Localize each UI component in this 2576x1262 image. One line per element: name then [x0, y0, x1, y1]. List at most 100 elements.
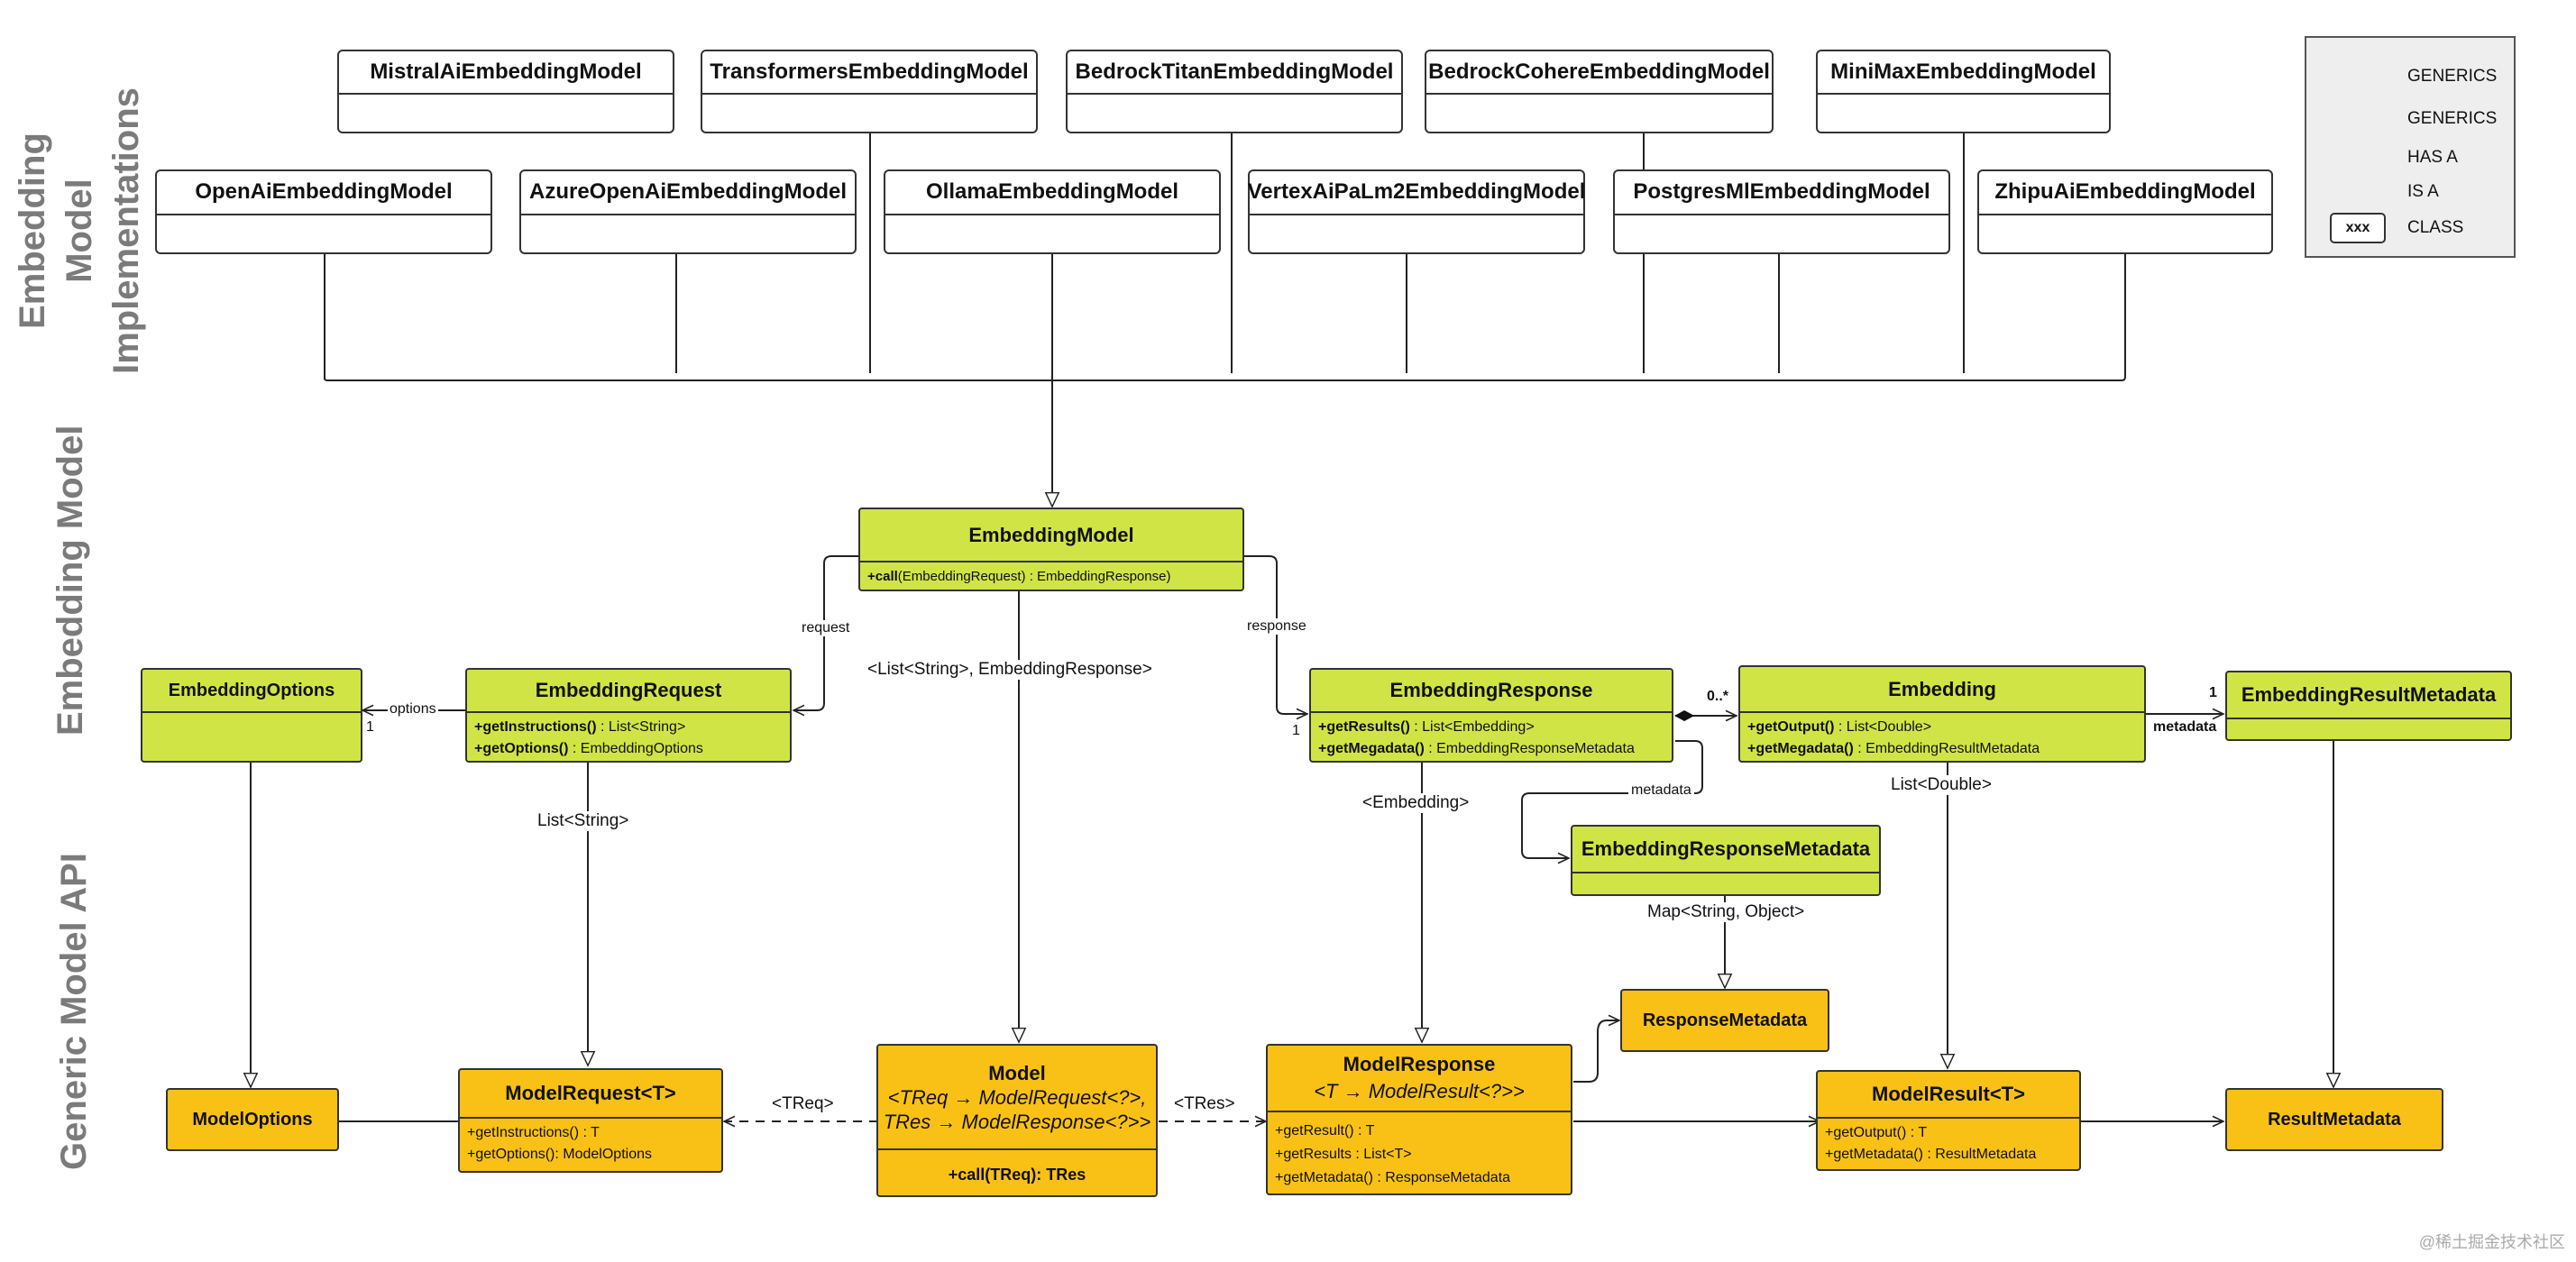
class-model-result[interactable]: ModelResult<T> +getOutput() : T +getMeta… [1816, 1070, 2081, 1171]
class-result-metadata[interactable]: ResultMetadata [2225, 1088, 2443, 1151]
class-embedding-result-metadata[interactable]: EmbeddingResultMetadata [2225, 671, 2512, 741]
class-methods: +getOutput() : List<Double> +getMegadata… [1740, 713, 2144, 764]
class-methods: +getInstructions() : T +getOptions(): Mo… [460, 1119, 721, 1169]
response-metadata-link [1573, 1020, 1619, 1083]
label-options: options [388, 701, 438, 718]
class-model-options[interactable]: ModelOptions [166, 1088, 339, 1151]
class-methods: +getOutput() : T +getMetadata() : Result… [1818, 1119, 2079, 1169]
class-generics: <TReq → ModelRequest<?>, [887, 1085, 1147, 1109]
impl-class-azure-openai[interactable]: AzureOpenAiEmbeddingModel [519, 169, 857, 254]
method-row: +getMetadata() : ResultMetadata [1825, 1147, 2037, 1162]
method-signature: : EmbeddingResponseMetadata [1424, 741, 1635, 756]
class-response-metadata[interactable]: ResponseMetadata [1620, 989, 1829, 1052]
label-metadata-response: metadata [1628, 782, 1694, 799]
class-name: ModelOptions [192, 1109, 313, 1129]
class-name: ResultMetadata [2268, 1109, 2401, 1129]
class-header: ModelResponse <T → ModelResult<?>> [1268, 1046, 1571, 1112]
class-embedding[interactable]: Embedding +getOutput() : List<Double> +g… [1738, 665, 2146, 763]
class-model-request[interactable]: ModelRequest<T> +getInstructions() : T +… [458, 1068, 723, 1173]
method-signature: : List<String> [596, 719, 686, 735]
method-row: +getInstructions() : T [467, 1125, 600, 1140]
class-name: OpenAiEmbeddingModel [157, 171, 490, 215]
label-request: request [800, 620, 852, 636]
method-row: +getOutput() : T [1825, 1125, 1928, 1140]
impl-class-zhipu[interactable]: ZhipuAiEmbeddingModel [1977, 169, 2273, 254]
legend-generics-dashed-label: GENERICS [2407, 67, 2498, 86]
legend-is-a-label: IS A [2407, 182, 2439, 201]
section-label-text: Embedding Model [50, 425, 90, 736]
impl-class-mistral[interactable]: MistralAiEmbeddingModel [337, 50, 674, 133]
method-row: +call(TReq): TRes [948, 1165, 1086, 1184]
section-label-implementations: Embedding Model Implementations [9, 87, 146, 375]
class-name: EmbeddingResponseMetadata [1572, 827, 1879, 873]
method-name: +getMegadata() [1318, 741, 1425, 756]
section-label-embedding-model: Embedding Model [47, 425, 94, 736]
label-tres: <TRes> [1174, 1094, 1235, 1113]
method-row: +getResult() : T [1275, 1123, 1375, 1139]
impl-bus [324, 373, 2126, 381]
method-signature: : List<Double> [1834, 719, 1932, 735]
class-embedding-response[interactable]: EmbeddingResponse +getResults() : List<E… [1309, 668, 1673, 763]
class-embedding-request[interactable]: EmbeddingRequest +getInstructions() : Li… [465, 668, 792, 763]
method-row: +getOptions(): ModelOptions [467, 1147, 652, 1162]
class-embedding-model[interactable]: EmbeddingModel +call(EmbeddingRequest) :… [858, 508, 1244, 591]
impl-class-transformers[interactable]: TransformersEmbeddingModel [701, 50, 1038, 133]
impl-class-ollama[interactable]: OllamaEmbeddingModel [884, 169, 1221, 254]
watermark: @稀土掘金技术社区 [2418, 1233, 2565, 1251]
class-name: BedrockTitanEmbeddingModel [1068, 51, 1401, 96]
class-name: EmbeddingRequest [467, 670, 790, 713]
method-row: +getMetadata() : ResponseMetadata [1275, 1170, 1511, 1185]
legend-generics-diamond-label: GENERICS [2407, 109, 2498, 128]
class-embedding-response-metadata[interactable]: EmbeddingResponseMetadata [1571, 825, 1881, 896]
impl-class-bedrock-titan[interactable]: BedrockTitanEmbeddingModel [1066, 50, 1403, 133]
method-name: +getInstructions() [474, 719, 597, 735]
method-row: +getMegadata() : EmbeddingResponseMetada… [1318, 738, 1664, 760]
label-response-multiplicity: 1 [1292, 723, 1300, 738]
impl-class-openai[interactable]: OpenAiEmbeddingModel [155, 169, 492, 254]
section-label-generic-api: Generic Model API [50, 851, 97, 1172]
label-list-string: List<String> [535, 811, 632, 831]
impl-class-bedrock-cohere[interactable]: BedrockCohereEmbeddingModel [1425, 50, 1774, 133]
class-name: PostgresMlEmbeddingModel [1615, 171, 1948, 215]
label-list-double: List<Double> [1888, 775, 1994, 795]
method-row: +getResults() : List<Embedding> [1318, 717, 1664, 738]
class-name: VertexAiPaLm2EmbeddingModel [1248, 171, 1585, 215]
label-map-string-object: Map<String, Object> [1645, 902, 1808, 922]
label-embedding-generic: <Embedding> [1360, 793, 1472, 813]
label-list-string-embedding-response: <List<String>, EmbeddingResponse> [864, 660, 1156, 680]
method-signature: : EmbeddingOptions [568, 741, 703, 756]
class-methods: +getResult() : T +getResults : List<T> +… [1268, 1112, 1571, 1193]
method-row: +getOptions() : EmbeddingOptions [474, 738, 783, 760]
method-row: +getInstructions() : List<String> [474, 717, 783, 738]
class-name: MistralAiEmbeddingModel [339, 51, 673, 96]
impl-class-vertex-ai[interactable]: VertexAiPaLm2EmbeddingModel [1248, 169, 1585, 254]
method-name: +call [867, 569, 898, 584]
impl-class-postgres-ml[interactable]: PostgresMlEmbeddingModel [1613, 169, 1950, 254]
class-generics: <T → ModelResult<?>> [1314, 1080, 1525, 1102]
class-name: ResponseMetadata [1642, 1010, 1808, 1030]
method-signature: : EmbeddingResultMetadata [1853, 741, 2040, 756]
method-signature: (EmbeddingRequest) : EmbeddingResponse) [897, 569, 1171, 584]
class-name: EmbeddingOptions [142, 670, 361, 713]
class-name: ModelRequest<T> [460, 1070, 721, 1119]
legend-class-icon: xxx [2330, 213, 2386, 243]
method-name: +getOutput() [1747, 719, 1835, 735]
class-model-response[interactable]: ModelResponse <T → ModelResult<?>> +getR… [1266, 1044, 1572, 1195]
class-generics: TRes → ModelResponse<?>> [883, 1110, 1151, 1133]
label-one: 1 [2209, 685, 2217, 700]
class-name: EmbeddingResultMetadata [2227, 672, 2510, 719]
class-model[interactable]: Model <TReq → ModelRequest<?>, TRes → Mo… [876, 1044, 1158, 1197]
class-name: EmbeddingModel [860, 509, 1242, 562]
class-name: ModelResult<T> [1818, 1072, 2079, 1119]
class-name: EmbeddingResponse [1311, 670, 1672, 713]
impl-class-minimax[interactable]: MiniMaxEmbeddingModel [1816, 50, 2111, 133]
class-name: Embedding [1740, 667, 2144, 713]
legend: GENERICS GENERICS HAS A IS A xxx CLASS [2305, 36, 2516, 258]
class-name: ZhipuAiEmbeddingModel [1979, 171, 2271, 215]
legend-class-label: CLASS [2407, 218, 2464, 237]
response-metadata-arrow [1521, 740, 1703, 858]
label-treq: <TReq> [772, 1094, 834, 1113]
class-embedding-options[interactable]: EmbeddingOptions [141, 668, 362, 763]
